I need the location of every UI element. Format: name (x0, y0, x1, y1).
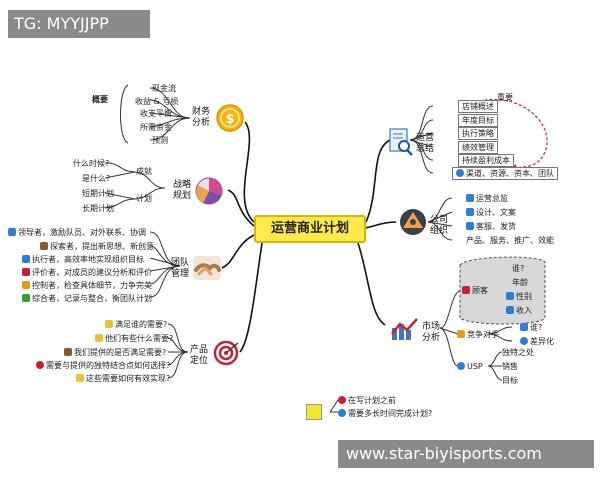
trend-chart-icon (391, 318, 418, 340)
market-competitor-item: 差异化 (520, 336, 554, 347)
ops-item: 渠道、资源、资本、团队 (452, 167, 558, 180)
finance-item: 所需资金 (140, 123, 172, 132)
org-structure-icon (400, 209, 426, 235)
strategy-item: 什么时候? (73, 159, 110, 168)
market-usp-node: USP (457, 361, 483, 372)
ops-item: 店铺概述 (458, 100, 498, 113)
central-topic: 运营商业计划 (254, 215, 366, 243)
link-market (357, 242, 386, 326)
pie-chart-icon (195, 177, 223, 205)
strategy-item: 是什么? (82, 174, 111, 183)
team-item: 领导者，激励队员、对外联系、协调 (8, 227, 146, 238)
link-ops (365, 139, 391, 223)
notes-folder-icon (306, 404, 322, 420)
handshake-icon (193, 256, 221, 280)
market-usp-item: 目标 (502, 376, 518, 385)
link-strategy (227, 189, 255, 227)
market-usp-item: 销售 (502, 362, 518, 371)
target-icon (213, 340, 239, 366)
team-item: 综合者，记录与整合，衡团队计划 (22, 293, 152, 304)
link-org (365, 221, 397, 229)
team-branch-label: 团队 管理 (170, 258, 189, 279)
product-branch-label: 产品 定位 (189, 345, 208, 366)
org-item: 产品、服务、推广、效能 (466, 236, 554, 245)
finance-item: 收益 & 亏损 (135, 97, 179, 106)
product-item: 这些需要如何有效实现? (76, 373, 170, 384)
team-item: 评价者，对成员的建议分析和评价 (22, 267, 152, 278)
product-item: 满足谁的需要? (105, 319, 167, 330)
link-team (221, 234, 255, 269)
strategy-branch-label: 战略 规划 (172, 180, 191, 201)
org-item: 运营总监 (466, 193, 508, 204)
link-product (239, 242, 263, 353)
product-item: 他们有些什么需要? (95, 333, 173, 344)
ops-item: 年度目标 (458, 114, 498, 127)
product-item: 需要与提供的独特结合点如何选择? (36, 360, 170, 371)
document-search-icon (389, 128, 413, 156)
ops-item: 绩效管理 (458, 141, 498, 154)
ops-branch-label: 运营 总结 (415, 133, 434, 154)
finance-group-label: 概要 (92, 95, 108, 104)
note-item: 在写计划之前 (338, 395, 396, 406)
ops-item: 执行策略 (458, 127, 498, 140)
watermark-top-left: TG: MYYJJPP (8, 10, 150, 38)
org-branch-label: 公司 组织 (429, 215, 448, 236)
dollar-coin-icon: $ (216, 104, 244, 132)
finance-branch-label: 财务 分析 (191, 107, 210, 128)
org-item: 设计、文案 (466, 207, 516, 218)
ops-important-tag: 重要 (497, 93, 513, 102)
market-customer-item: 性别 (506, 291, 532, 302)
strategy-item: 短期计划 (82, 189, 114, 198)
market-customer-item: 年龄 (512, 278, 528, 287)
market-usp-item: 独特之处 (502, 348, 534, 357)
finance-item: 现金流 (152, 84, 176, 93)
finance-item: 预测 (152, 136, 168, 145)
link-finance (243, 121, 255, 223)
market-customer-node: 顾客 (462, 285, 488, 296)
market-competitor-item: 谁? (520, 322, 542, 333)
watermark-bottom-right: www.star-biyisports.com (338, 440, 594, 468)
market-customer-item: 收入 (506, 305, 532, 316)
market-branch-label: 市场 分析 (421, 322, 440, 343)
strategy-item: 长期计划 (82, 204, 114, 213)
org-item: 客服、发货 (466, 221, 516, 232)
finance-item: 收支平衡 (140, 109, 172, 118)
strategy-sub-plan: 计划 (136, 194, 152, 203)
note-item: 需要多长时间完成计划? (338, 408, 432, 419)
ops-item: 持续盈利成本 (458, 154, 514, 167)
strategy-sub-achievement: 成就 (136, 167, 152, 176)
svg-text:$: $ (225, 112, 234, 127)
market-competitor-node: 竞争对手 (457, 329, 499, 340)
team-item: 探索者，提出新思想、新创意 (40, 241, 154, 252)
product-item: 我们提供的是否满足需要? (64, 347, 166, 358)
team-item: 控制者，检查具体细节，力争完美 (22, 280, 152, 291)
team-item: 执行者，高效率地实现组织目标 (22, 254, 144, 265)
market-customer-item: 谁? (512, 264, 525, 273)
